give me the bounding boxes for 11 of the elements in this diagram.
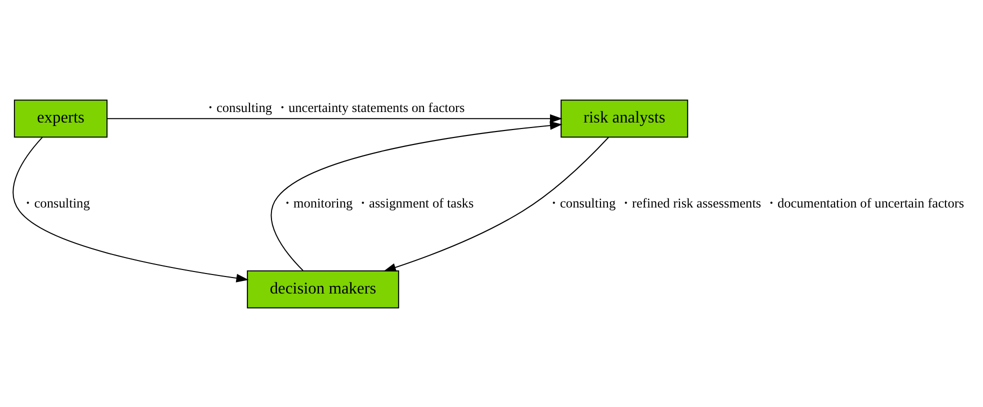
edge-label: ・consulting ・uncertainty statements on factors	[203, 99, 465, 114]
node-box: risk analysts	[560, 99, 688, 138]
node-box: experts	[14, 99, 108, 138]
edge-label: ・monitoring ・assignment of tasks	[280, 194, 474, 210]
arrow	[270, 120, 562, 270]
node-box: decision makers	[246, 270, 400, 308]
edge-label: ・consulting	[21, 194, 90, 210]
edge-label: ・consulting ・refined risk assessments ・documentation of uncertain factors	[546, 194, 964, 210]
arrow	[384, 136, 609, 272]
arrow	[107, 114, 562, 122]
arrow	[12, 136, 249, 282]
